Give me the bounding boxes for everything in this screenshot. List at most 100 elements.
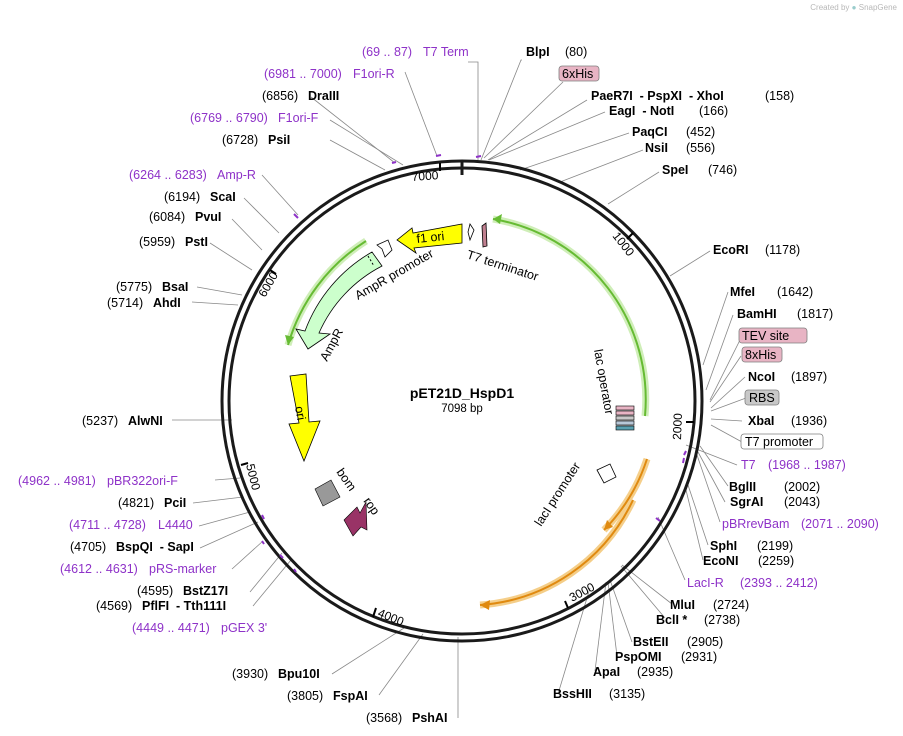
lac-operator-feature: lac operator <box>591 348 635 431</box>
enzyme-alwni: AlwNI <box>128 414 163 428</box>
l4440-primer-name: L4440 <box>158 518 193 532</box>
enzyme-paqci-pos: (452) <box>686 125 715 139</box>
prs-marker-primer-name: pRS-marker <box>149 562 216 576</box>
enzyme-sgrai-pos: (2043) <box>784 495 820 509</box>
enzyme-bglii: BglII <box>729 480 756 494</box>
lac-operator-label: lac operator <box>591 348 616 415</box>
enzyme-draiii: DraIII <box>308 89 339 103</box>
prs-marker-primer-range: (4612 .. 4631) <box>60 562 138 576</box>
enzyme-spei: SpeI <box>662 163 688 177</box>
enzyme-bglii-pos: (2002) <box>784 480 820 494</box>
pbrrevbam-primer-name: pBRrevBam <box>722 517 789 531</box>
enzyme-ecori: EcoRI <box>713 243 748 257</box>
enzyme-eagi: EagI - NotI <box>609 104 674 118</box>
enzyme-pflfi-pos: (4569) <box>96 599 132 613</box>
l4440-primer-range: (4711 .. 4728) <box>69 518 146 532</box>
ori-label: ori <box>292 405 308 421</box>
ampr-feature: AmpR <box>295 251 383 363</box>
enzyme-psii: PsiI <box>268 133 290 147</box>
enzyme-bsshii: BssHII <box>553 687 592 701</box>
t7-primer-name: T7 <box>741 458 756 472</box>
enzyme-sphi: SphI <box>710 539 737 553</box>
enzyme-ecori-pos: (1178) <box>765 243 800 257</box>
enzyme-sphi-pos: (2199) <box>757 539 793 553</box>
pgex3-primer-name: pGEX 3' <box>221 621 267 635</box>
amp-r-primer-range: (6264 .. 6283) <box>129 168 207 182</box>
enzyme-pspomi-pos: (2931) <box>681 650 717 664</box>
pbr322ori-f-primer-name: pBR322ori-F <box>107 474 178 488</box>
enzyme-bsteii: BstEII <box>633 635 668 649</box>
laci-r-primer-name: LacI-R <box>687 576 724 590</box>
enzyme-pshai-pos: (3568) <box>366 711 402 725</box>
amp-r-primer-name: Amp-R <box>217 168 256 182</box>
orf-green-arc <box>492 214 650 417</box>
enzyme-ahdi-pos: (5714) <box>107 296 143 310</box>
enzyme-paqci: PaqCI <box>632 125 667 139</box>
orf-orange-arc-lower <box>479 498 637 610</box>
enzyme-spei-pos: (746) <box>708 163 737 177</box>
f1ori-r-primer-name: F1ori-R <box>353 67 395 81</box>
enzyme-bstz17i-pos: (4595) <box>137 584 173 598</box>
created-by-text: Created by <box>810 3 850 12</box>
laci-promoter-feature: lacI promoter <box>532 460 617 529</box>
snapgene-brand-text: SnapGene <box>858 3 897 12</box>
enzyme-bsai: BsaI <box>162 280 188 294</box>
enzyme-pcii-pos: (4821) <box>118 496 154 510</box>
tick-5000: 5000 <box>243 462 263 492</box>
pbr322ori-f-primer-range: (4962 .. 4981) <box>18 474 96 488</box>
enzyme-bstz17i: BstZ17I <box>183 584 228 598</box>
primer-marks <box>261 154 687 573</box>
orf-orange-arc-upper <box>601 457 651 533</box>
orf-green-arc-left <box>284 238 368 346</box>
t7-primer-range: (1968 .. 1987) <box>768 458 846 472</box>
enzyme-scai: ScaI <box>210 190 236 204</box>
enzyme-scai-pos: (6194) <box>164 190 200 204</box>
enzyme-ncoi: NcoI <box>748 370 775 384</box>
tev-site-label: TEV site <box>742 329 789 343</box>
enzyme-alwni-pos: (5237) <box>82 414 118 428</box>
f1-ori-feature: f1 ori <box>396 223 463 255</box>
snapgene-logo-icon: ● <box>851 3 857 12</box>
f1ori-r-primer-range: (6981 .. 7000) <box>264 67 342 81</box>
pgex3-primer-range: (4449 .. 4471) <box>132 621 210 635</box>
enzyme-fspai-pos: (3805) <box>287 689 323 703</box>
leader-lines <box>172 59 747 718</box>
t7-promoter-label: T7 promoter <box>745 435 813 449</box>
enzyme-pspomi: PspOMI <box>615 650 662 664</box>
t7-term-primer-name: T7 Term <box>423 45 469 59</box>
tev-site-box <box>738 327 808 344</box>
enzyme-pflfi: PflFI - Tth111I <box>142 599 226 613</box>
bom-feature: bom <box>314 466 359 507</box>
enzyme-apai-pos: (2935) <box>637 665 673 679</box>
his8-tag-box <box>741 346 783 363</box>
his6-tag-label: 6xHis <box>562 67 593 81</box>
enzyme-paer7i-pos: (158) <box>765 89 794 103</box>
enzyme-mlui-pos: (2724) <box>713 598 749 612</box>
enzyme-pvui-pos: (6084) <box>149 210 185 224</box>
enzyme-bcli: BclI * <box>656 613 687 627</box>
enzyme-bspqi-pos: (4705) <box>70 540 106 554</box>
enzyme-apai: ApaI <box>593 665 620 679</box>
enzyme-sgrai: SgrAI <box>730 495 763 509</box>
ampr-label: AmpR <box>317 326 346 363</box>
enzyme-bpu10i: Bpu10I <box>278 667 320 681</box>
enzyme-labels-left: (6981 .. 7000) F1ori-R (6856) DraIII (67… <box>18 67 395 703</box>
tick-7000: 7000 <box>411 168 439 184</box>
laci-r-primer-range: (2393 .. 2412) <box>740 576 818 590</box>
enzyme-bsshii-pos: (3135) <box>609 687 645 701</box>
f1ori-f-primer-range: (6769 .. 6790) <box>190 111 268 125</box>
his6-tag-box <box>558 65 600 82</box>
rbs-box <box>744 389 780 406</box>
enzyme-bamhi: BamHI <box>737 307 777 321</box>
rop-feature: rop <box>343 495 382 537</box>
enzyme-psii-pos: (6728) <box>222 133 258 147</box>
enzyme-bsteii-pos: (2905) <box>687 635 723 649</box>
enzyme-bspqi: BspQI - SapI <box>116 540 194 554</box>
enzyme-psti-pos: (5959) <box>139 235 175 249</box>
plasmid-size: 7098 bp <box>441 403 483 415</box>
t7-promoter-box <box>740 433 824 450</box>
enzyme-bsai-pos: (5775) <box>116 280 152 294</box>
enzyme-nsii-pos: (556) <box>686 141 715 155</box>
enzyme-psti: PstI <box>185 235 208 249</box>
